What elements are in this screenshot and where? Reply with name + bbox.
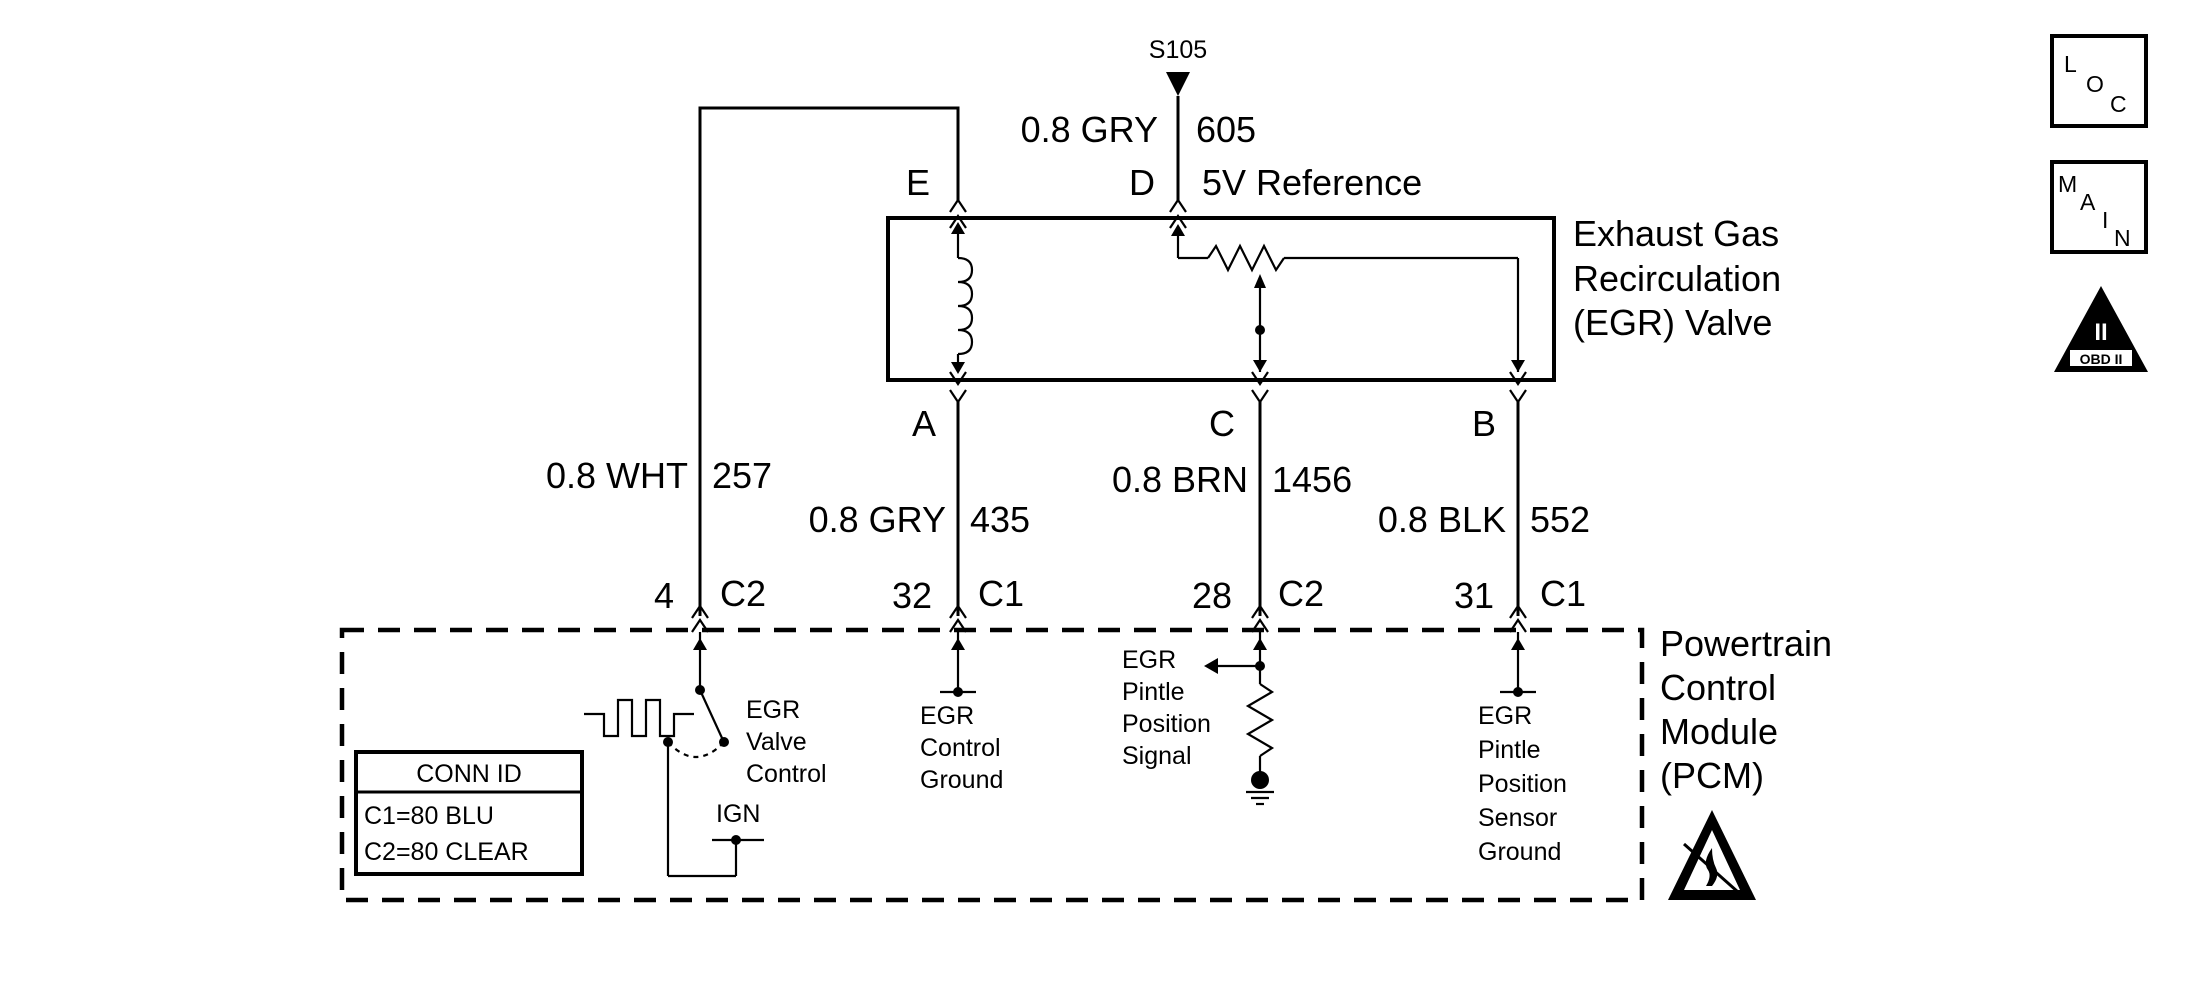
valve-control-label: EGR Valve Control (746, 696, 827, 788)
wire-605-function: 5V Reference (1202, 162, 1422, 203)
pcm-pin-31: 31 (1454, 575, 1494, 616)
wire-1456-color: 0.8 BRN (1112, 459, 1248, 500)
connector-b-icon (1509, 371, 1527, 404)
ign-label: IGN (716, 800, 760, 828)
loc-badge[interactable]: L O C (2050, 34, 2148, 128)
svg-text:N: N (2114, 225, 2131, 251)
sensor-ground-label: EGR Pintle Position Sensor Ground (1478, 702, 1574, 866)
conn-id-table: CONN ID C1=80 BLU C2=80 CLEAR (354, 750, 584, 876)
conn-id-row-c2: C2=80 CLEAR (364, 838, 529, 866)
svg-text:O: O (2086, 71, 2104, 97)
pcm-connector-c2-a: C2 (720, 573, 766, 614)
svg-text:A: A (2080, 189, 2096, 215)
egr-valve-box (886, 216, 1556, 382)
wire-257-color: 0.8 WHT (546, 455, 688, 496)
connector-d-icon (1169, 198, 1187, 229)
svg-text:OBD II: OBD II (2080, 351, 2123, 367)
esd-sensitive-icon (1668, 810, 1756, 900)
svg-text:I: I (2102, 207, 2108, 233)
wire-605-circuit: 605 (1196, 109, 1256, 150)
wire-1456-circuit: 1456 (1272, 459, 1352, 500)
valve-control-driver-icon (584, 632, 764, 878)
wire-257-circuit: 257 (712, 455, 772, 496)
main-badge[interactable]: M A I N (2050, 160, 2148, 254)
wire-435-circuit: 435 (970, 499, 1030, 540)
pcm-pin-28: 28 (1192, 575, 1232, 616)
connector-a-icon (949, 371, 967, 404)
pin-e-label: E (906, 162, 930, 203)
wire-605-color: 0.8 GRY (1021, 109, 1158, 150)
svg-text:L: L (2064, 51, 2077, 77)
wire-257 (698, 106, 960, 616)
pcm-pin-4: 4 (654, 575, 674, 616)
control-ground-icon (940, 632, 976, 697)
svg-text:II: II (2094, 319, 2107, 346)
pcm-connector-c1-b: C1 (1540, 573, 1586, 614)
pcm-pin-32: 32 (892, 575, 932, 616)
splice-marker-icon (1166, 72, 1190, 96)
pcm-connector-c1-a: C1 (978, 573, 1024, 614)
pintle-signal-label: EGR Pintle Position Signal (1122, 646, 1218, 770)
pcm-name: Powertrain Control Module (PCM) (1660, 623, 1842, 796)
pcm-box (339, 627, 1645, 903)
control-ground-label: EGR Control Ground (920, 702, 1008, 794)
svg-text:C: C (2110, 91, 2127, 117)
svg-text:M: M (2058, 171, 2077, 197)
wire-552-color: 0.8 BLK (1378, 499, 1506, 540)
pin-a-label: A (912, 403, 936, 444)
splice-label: S105 (1149, 36, 1207, 64)
connector-c-icon (1251, 371, 1269, 404)
potentiometer-icon (1171, 224, 1525, 372)
solenoid-coil-icon (951, 222, 974, 374)
sensor-ground-icon (1500, 632, 1536, 697)
conn-id-title: CONN ID (416, 760, 522, 788)
pintle-signal-icon (1204, 632, 1275, 806)
pin-c-label: C (1209, 403, 1235, 444)
conn-id-row-c1: C1=80 BLU (364, 802, 494, 830)
egr-valve-name: Exhaust Gas Recirculation (EGR) Valve (1573, 213, 1791, 343)
obd-ii-badge[interactable]: II OBD II (2054, 286, 2148, 372)
pcm-connector-c2-b: C2 (1278, 573, 1324, 614)
wire-435-color: 0.8 GRY (809, 499, 946, 540)
pin-d-label: D (1129, 162, 1155, 203)
pin-b-label: B (1472, 403, 1496, 444)
wire-552-circuit: 552 (1530, 499, 1590, 540)
